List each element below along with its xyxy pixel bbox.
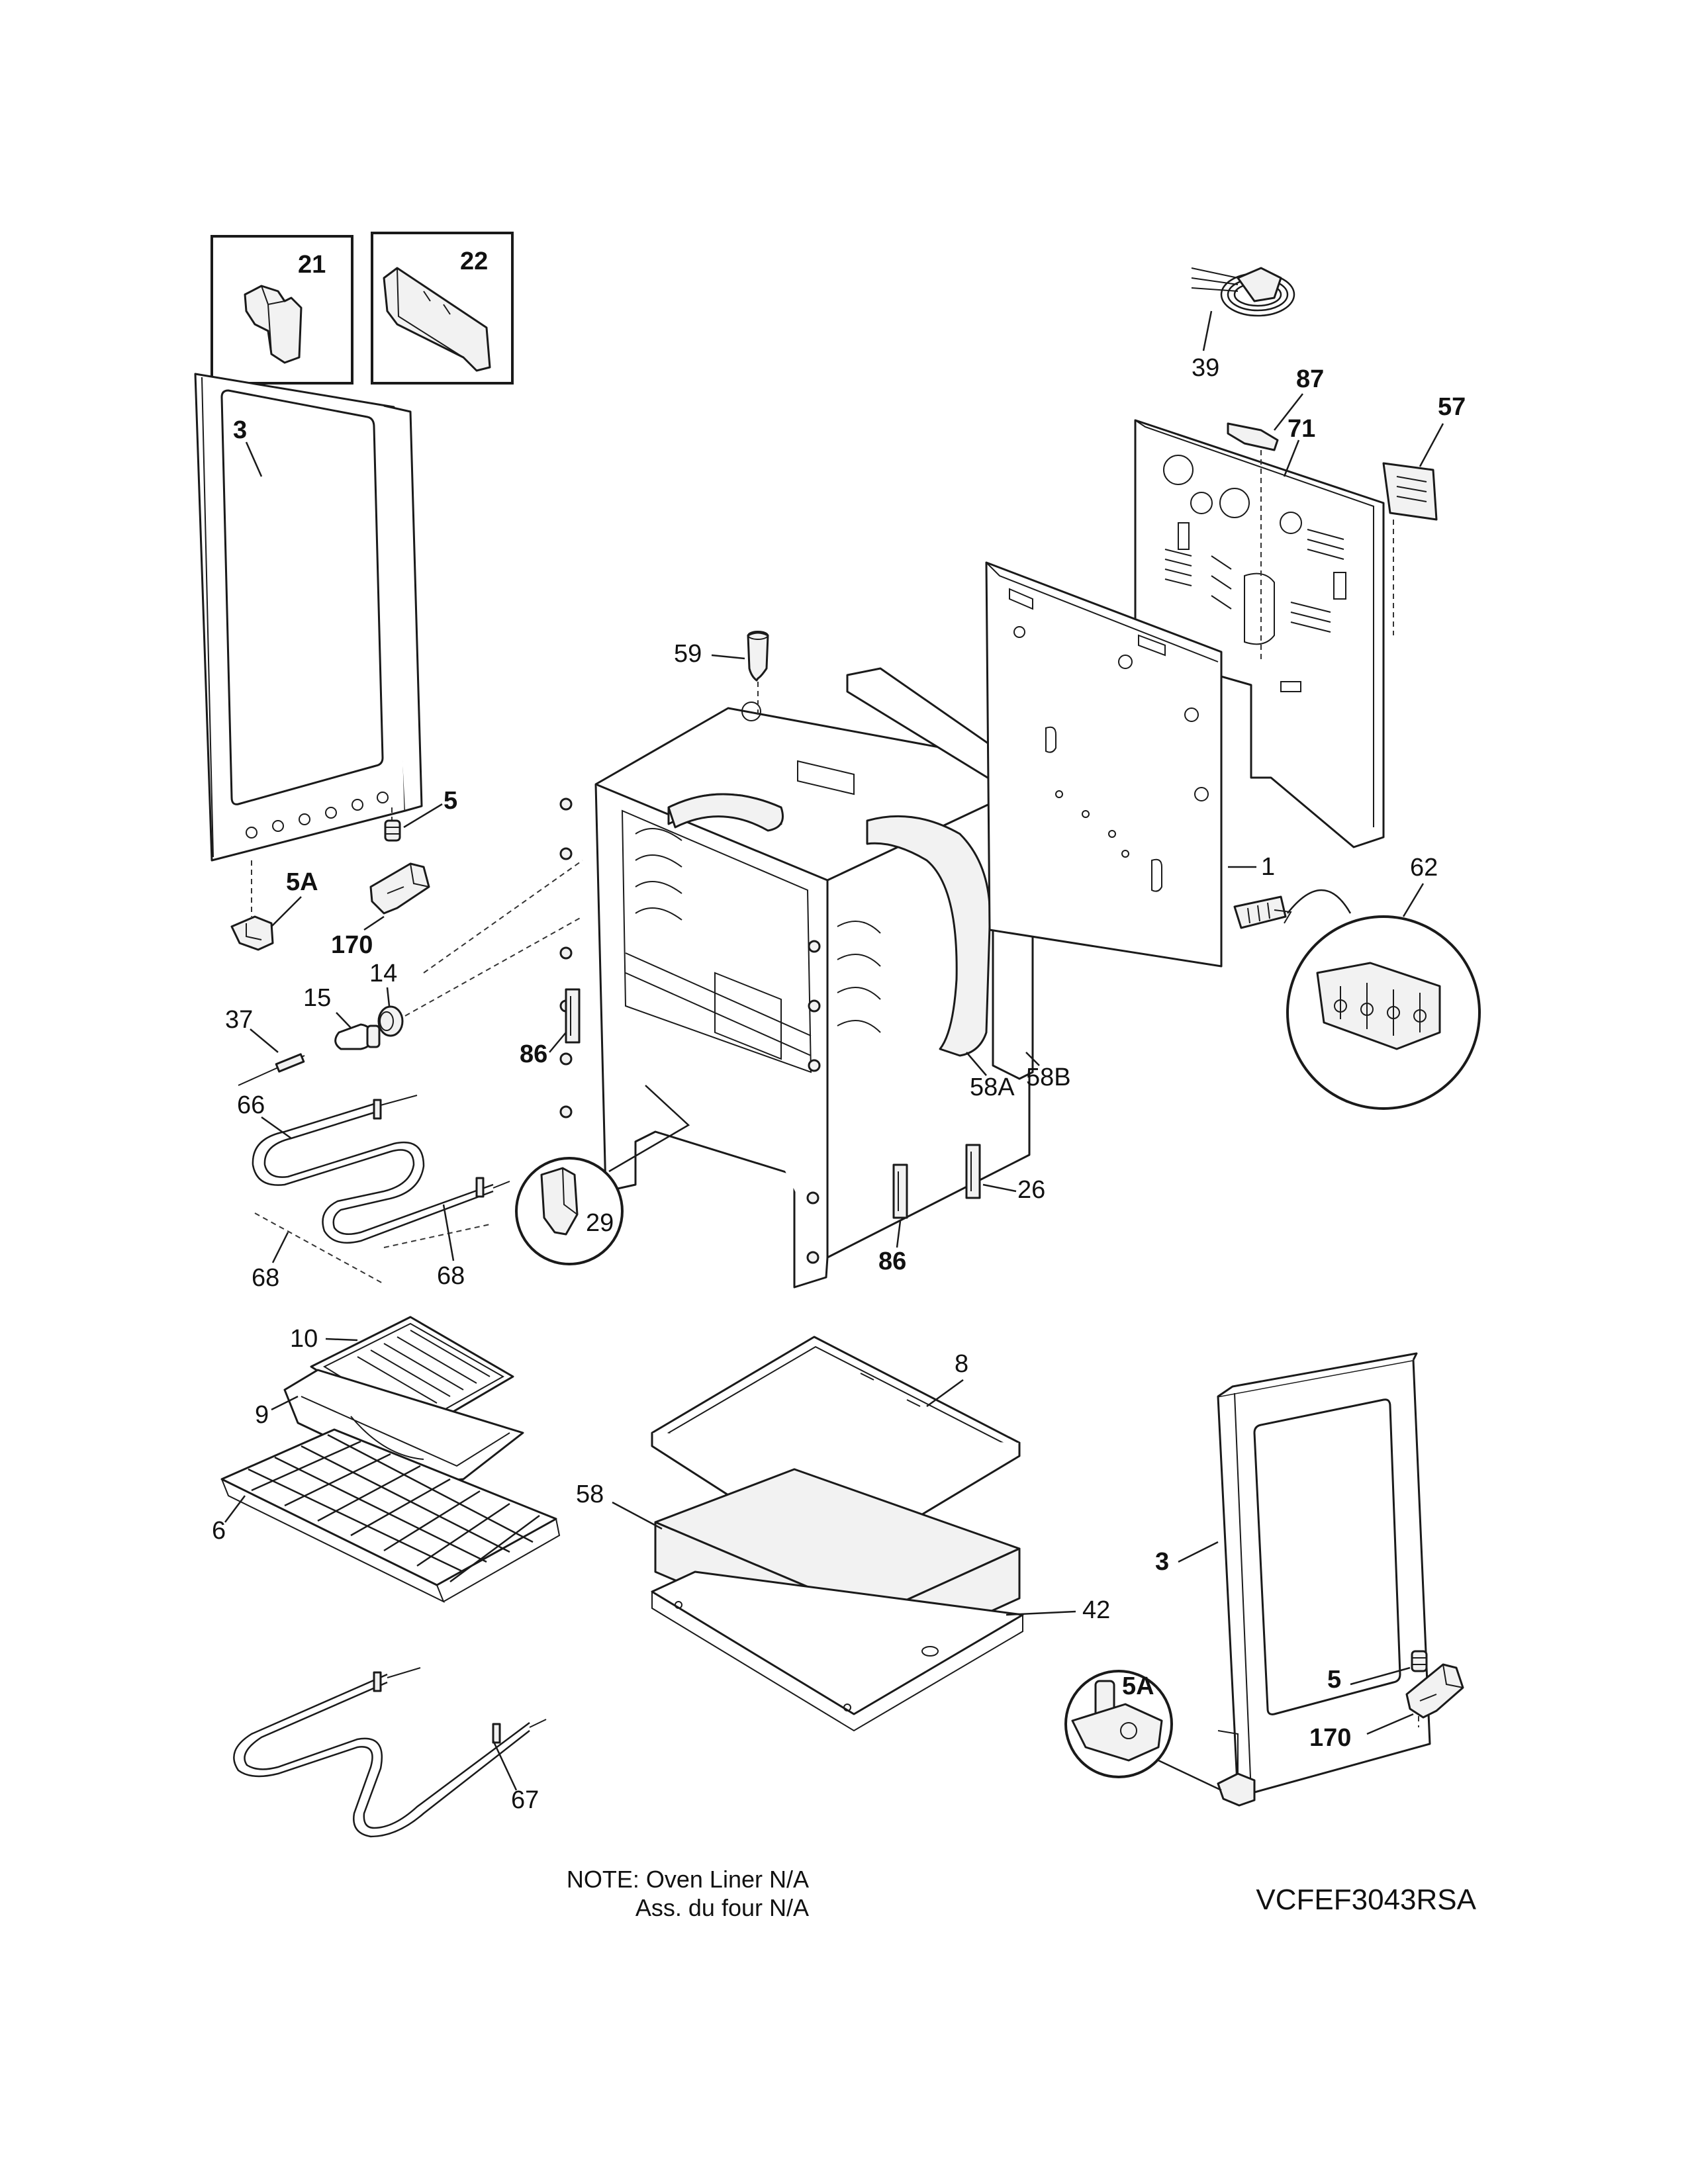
insulation-58A [667, 793, 991, 1057]
model-code: VCFEF3043RSA [1256, 1884, 1476, 1916]
bake-element-67 [233, 1667, 547, 1838]
label-15: 15 [303, 984, 331, 1012]
oven-door-right [1217, 1352, 1431, 1798]
label-5-right: 5 [1327, 1666, 1341, 1694]
label-5A-right: 5A [1122, 1672, 1154, 1700]
door-hinge-5-left [384, 819, 401, 842]
bracket-86-lower [892, 1163, 908, 1219]
label-22: 22 [460, 248, 488, 275]
insulation-58B [846, 667, 1034, 1080]
note-line-2: Ass. du four N/A [635, 1894, 809, 1921]
inset-part-29 [515, 1157, 624, 1265]
label-26: 26 [1017, 1176, 1045, 1204]
label-29: 29 [586, 1209, 614, 1237]
label-170-left: 170 [331, 931, 373, 959]
bracket-26 [965, 1144, 981, 1199]
inset-part-22 [371, 232, 514, 385]
label-59: 59 [674, 640, 702, 668]
label-1: 1 [1261, 853, 1275, 881]
terminal-block-62 [1233, 889, 1481, 1110]
oven-rack-6 [220, 1428, 561, 1604]
power-cord-39 [1191, 267, 1295, 317]
bracket-86-upper [565, 988, 581, 1044]
inset-part-21 [211, 235, 353, 385]
label-68-b: 68 [437, 1262, 465, 1290]
label-3-left: 3 [233, 416, 247, 444]
label-42: 42 [1082, 1596, 1110, 1624]
lamp-switch-37 [238, 1053, 305, 1086]
label-86-lower: 86 [878, 1248, 906, 1275]
cover-57 [1382, 462, 1438, 521]
hinge-receiver-170-left [369, 862, 430, 915]
door-hinge-5-right [1411, 1650, 1428, 1672]
label-37: 37 [225, 1006, 253, 1034]
label-10: 10 [290, 1325, 318, 1353]
label-39: 39 [1192, 354, 1219, 382]
oven-door-left [194, 373, 423, 862]
label-86-upper: 86 [520, 1040, 547, 1068]
back-panel-1 [985, 561, 1223, 968]
label-58: 58 [576, 1480, 604, 1508]
label-8: 8 [955, 1350, 968, 1378]
hinge-receiver-170-right [1405, 1663, 1464, 1719]
broiler-pan-9 [283, 1369, 524, 1484]
label-67: 67 [511, 1786, 539, 1814]
label-5A-left: 5A [286, 868, 318, 896]
label-68-a: 68 [252, 1264, 279, 1292]
oven-lamp-15 [334, 1023, 381, 1050]
label-9: 9 [255, 1401, 269, 1429]
label-14: 14 [369, 960, 397, 987]
label-62: 62 [1410, 854, 1438, 882]
label-5-left: 5 [444, 787, 457, 815]
label-87: 87 [1296, 365, 1324, 393]
bracket-87 [1227, 422, 1279, 451]
note-line-1: NOTE: Oven Liner N/A [567, 1866, 809, 1893]
label-71: 71 [1288, 415, 1315, 443]
lamp-lens-14 [377, 1005, 404, 1037]
label-6: 6 [212, 1517, 226, 1545]
label-57: 57 [1438, 393, 1466, 421]
door-hinge-5A-left [230, 915, 274, 951]
broil-element-66 [252, 1095, 510, 1244]
label-21: 21 [298, 251, 326, 279]
label-58A: 58A [970, 1073, 1015, 1101]
drawer-bottom-42 [651, 1570, 1024, 1732]
label-66: 66 [237, 1091, 265, 1119]
door-hinge-5A-right [1064, 1670, 1256, 1807]
label-58B: 58B [1026, 1064, 1071, 1091]
sensor-59 [747, 631, 769, 682]
label-3-right: 3 [1155, 1548, 1169, 1576]
label-170-right: 170 [1309, 1724, 1351, 1752]
